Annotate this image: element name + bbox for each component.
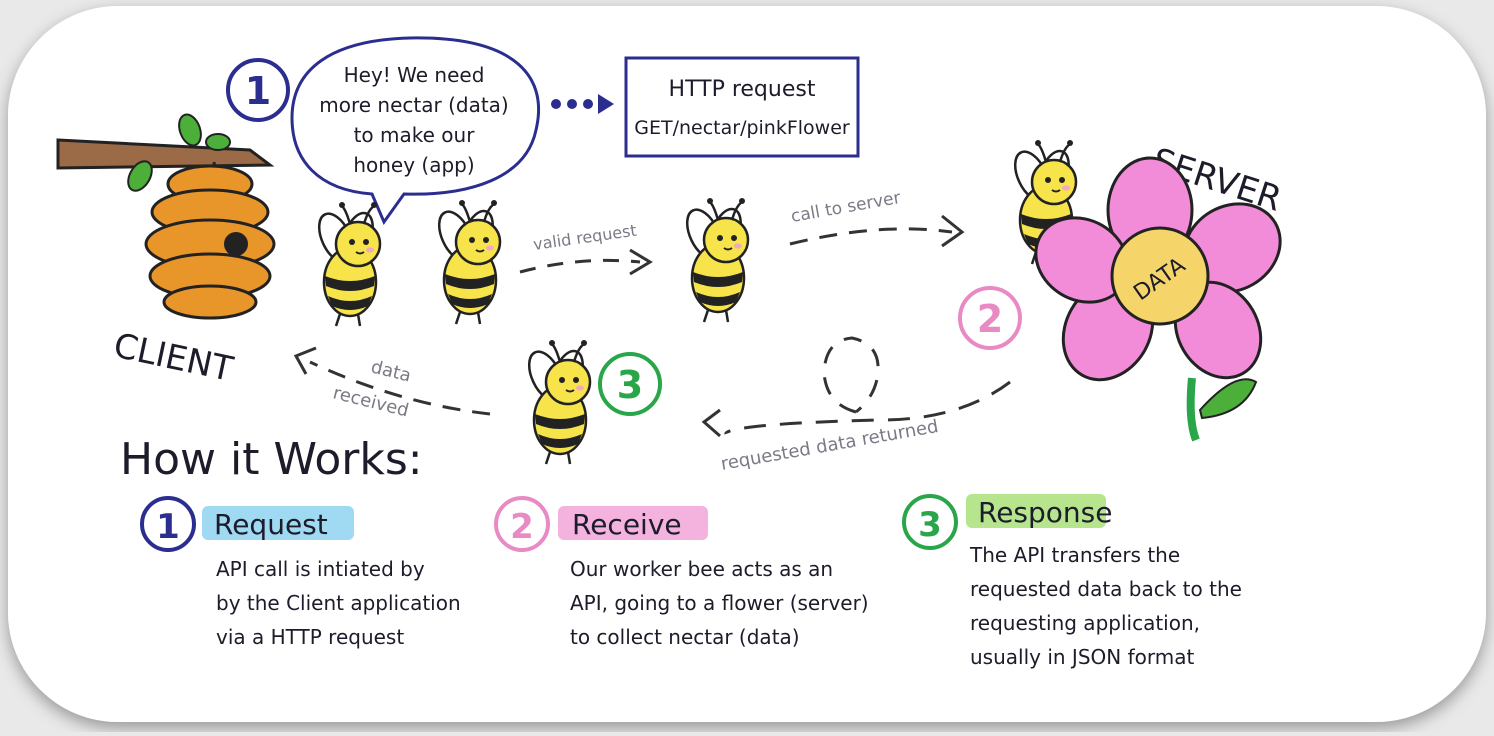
http-box-line-1: HTTP request <box>669 77 816 102</box>
step-3-highlight <box>966 494 1106 528</box>
diagram-step-1-number: 1 <box>245 69 271 113</box>
step-1-line-2: by the Client application <box>216 591 461 615</box>
how-it-works-title: How it Works: <box>120 434 423 485</box>
step-3-number: 3 <box>918 505 942 545</box>
step-2-number: 2 <box>510 507 534 547</box>
step-2-section: 2 Receive Our worker bee acts as an API,… <box>494 496 869 649</box>
hive-entrance <box>224 232 248 256</box>
step-1-number: 1 <box>156 507 180 547</box>
speech-line-2: more nectar (data) <box>319 93 508 117</box>
dotted-arrow <box>551 94 614 114</box>
step-3-line-4: usually in JSON format <box>970 645 1194 669</box>
step-1-title: Request <box>214 508 328 541</box>
http-box-line-2: GET/nectar/pinkFlower <box>634 117 850 139</box>
speech-line-1: Hey! We need <box>344 63 485 87</box>
step-1-line-1: API call is intiated by <box>216 557 425 581</box>
step-2-line-3: to collect nectar (data) <box>570 625 800 649</box>
hive-illustration <box>144 161 276 320</box>
speech-line-3: to make our <box>354 123 476 147</box>
diagram-step-3: 3 <box>598 352 662 416</box>
step-1-highlight <box>202 506 354 540</box>
step-3-line-3: requesting application, <box>970 611 1200 635</box>
step-3-line-2: requested data back to the <box>970 577 1242 601</box>
branch-illustration <box>56 113 275 192</box>
flower-illustration: DATA <box>1034 156 1282 442</box>
http-request-box: HTTP request GET/nectar/pinkFlower <box>624 56 860 158</box>
step-2-line-2: API, going to a flower (server) <box>570 591 869 615</box>
step-1-line-3: via a HTTP request <box>216 625 404 649</box>
step-2-line-1: Our worker bee acts as an <box>570 557 833 581</box>
diagram-step-2-number: 2 <box>977 297 1003 341</box>
speech-bubble: Hey! We need more nectar (data) to make … <box>290 36 541 226</box>
step-1-section: 1 Request API call is intiated by by the… <box>140 496 461 649</box>
step-2-highlight <box>558 506 708 540</box>
speech-line-4: honey (app) <box>353 153 474 177</box>
step-2-title: Receive <box>572 508 682 541</box>
step-3-section: 3 Response The API transfers the request… <box>902 494 1242 669</box>
diagram-step-2: 2 <box>958 286 1022 350</box>
step-3-title: Response <box>978 496 1112 529</box>
diagram-step-3-number: 3 <box>617 363 643 407</box>
step-3-line-1: The API transfers the <box>969 543 1180 567</box>
diagram-step-1: 1 <box>226 58 290 122</box>
